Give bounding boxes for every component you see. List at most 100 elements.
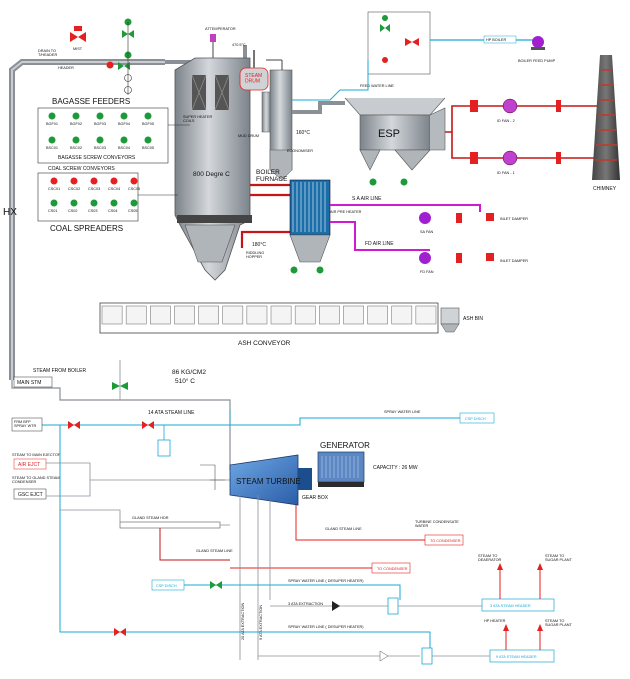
bagasse-screw-icon-3[interactable] [120,136,128,144]
spray-desuper-valve[interactable] [210,581,222,589]
spray-desuper-line-2 [59,425,431,648]
bagasse-screw-label-4: BSC05 [142,146,154,150]
spray-water-line-label: SPRAY WATER LINE [384,410,421,414]
svg-text:AIR EJCT: AIR EJCT [18,462,40,468]
hot-gas-line-3 [240,230,290,248]
gland-steam-hdr[interactable] [119,521,221,529]
desuper-line-2-valve[interactable] [114,628,126,636]
coal-screw-icon-0[interactable] [50,177,58,185]
hp-boiler-tag [483,35,517,44]
inlet-damper-fd: INLET DAMPER [500,259,528,263]
ata3-steam-header[interactable] [481,598,555,612]
capacity-label: CAPACITY : 26 MW [373,465,418,471]
bagasse-screw-icon-0[interactable] [48,136,56,144]
coal-screw-icon-3[interactable] [110,177,118,185]
desuper-heater-1[interactable] [157,439,171,457]
bagasse-screw-icon-2[interactable] [96,136,104,144]
coal-spreaders-title: COAL SPREADERS [50,224,123,233]
bagasse-feeder-icon-3[interactable] [120,112,128,120]
feed-control-valves[interactable] [380,15,419,63]
coal-spreader-icon-0[interactable] [50,199,58,207]
mist-label: MIST [73,47,83,51]
bagasse-feeder-icon-2[interactable] [96,112,104,120]
fd-air-line-label: FD AIR LINE [365,241,394,247]
esp-label: ESP [378,128,400,140]
chimney-label: CHIMNEY [593,186,617,192]
turbine-condensate-line [295,505,425,541]
ash-bin[interactable] [440,307,460,333]
svg-text:HP BOILER: HP BOILER [486,38,506,42]
coal-spreader-icon-3[interactable] [110,199,118,207]
spray-water-line-top [260,417,460,426]
spray-desuper-2-label: SPRAY WATER LINE ( DESUPER HEATER) [288,625,364,629]
coal-screw-icon-2[interactable] [90,177,98,185]
bagasse-feeder-icon-0[interactable] [48,112,56,120]
esp-unit[interactable] [344,97,446,171]
mud-drum[interactable] [261,91,272,133]
bagasse-screw-label-1: BSC02 [70,146,82,150]
attemperator[interactable] [210,34,216,42]
coal-screw-icon-1[interactable] [70,177,78,185]
pressure-label: 86 KG/CM2 [172,369,206,376]
hp-heater-label: HP HEATER [484,619,506,623]
csp-disch-top[interactable] [459,412,495,424]
generator[interactable] [317,451,365,487]
ata9-steam-header[interactable] [489,649,555,663]
temp-470-label: 470.5°C [232,43,246,47]
fd-fan-label: FD FAN [420,270,434,274]
inlet-damper-sa: INLET DAMPER [500,217,528,221]
ash-conveyor-cell [125,305,147,325]
fd-fan[interactable] [419,252,494,264]
bagasse-feeder-icon-1[interactable] [72,112,80,120]
ash-conveyor-cell [174,305,195,325]
coal-spreader-label-1: CS02 [68,209,78,213]
id-fan-1[interactable] [470,150,561,166]
bagasse-screw-label-0: BSC01 [46,146,58,150]
bagasse-sc-title: BAGASSE SCREW CONVEYORS [58,155,136,161]
ash-conveyor-cell [198,305,219,325]
sa-fan[interactable] [419,212,494,224]
ata9-check-valve[interactable] [379,650,389,662]
coal-screw-icon-4[interactable] [130,177,138,185]
svg-text:GSC EJCT: GSC EJCT [18,492,43,498]
coal-spreader-icon-2[interactable] [90,199,98,207]
air-pre-heater[interactable] [289,179,331,263]
bagasse-screw-icon-1[interactable] [72,136,80,144]
bagasse-feeder-label-3: BGF04 [118,122,130,126]
main-steam-valve[interactable] [112,382,128,390]
steam-turbine[interactable] [229,454,312,506]
bagasse-screw-icon-4[interactable] [144,136,152,144]
aph-hopper-valves[interactable] [290,266,324,274]
spray-water-valves[interactable] [68,421,154,429]
feed-water-label: FEED WATER LINE [360,84,394,88]
coal-spreader-label-4: CS05 [128,209,138,213]
hx-marker: HX [3,207,17,218]
boiler-feed-pump[interactable] [531,36,545,50]
coal-spreader-icon-1[interactable] [70,199,78,207]
bagasse-feeder-icon-4[interactable] [144,112,152,120]
boiler-furnace[interactable] [174,57,252,281]
desuper-heater-2[interactable] [387,597,399,615]
to-condenser-1[interactable] [424,534,464,546]
mist-valve[interactable] [70,26,86,42]
to-condenser-2[interactable] [371,562,411,574]
desuper-heater-3[interactable] [421,647,433,665]
ata3-check-valve[interactable] [332,601,340,611]
ash-conveyor-cell [415,305,437,325]
id-fan-2[interactable] [470,98,561,114]
attemperator-label: ATTEMPERATOR [205,27,236,31]
ash-conveyor[interactable] [99,302,439,334]
esp-hopper-valves[interactable] [369,178,408,186]
steam-turbine-label: STEAM TURBINE [236,477,301,486]
bfp-label: BOILER FEED PUMP [518,59,556,63]
air-ejct-tag [13,458,47,470]
header-valve-group[interactable] [106,18,135,94]
coal-spreader-icon-4[interactable] [130,199,138,207]
flue-duct-top [292,101,345,114]
